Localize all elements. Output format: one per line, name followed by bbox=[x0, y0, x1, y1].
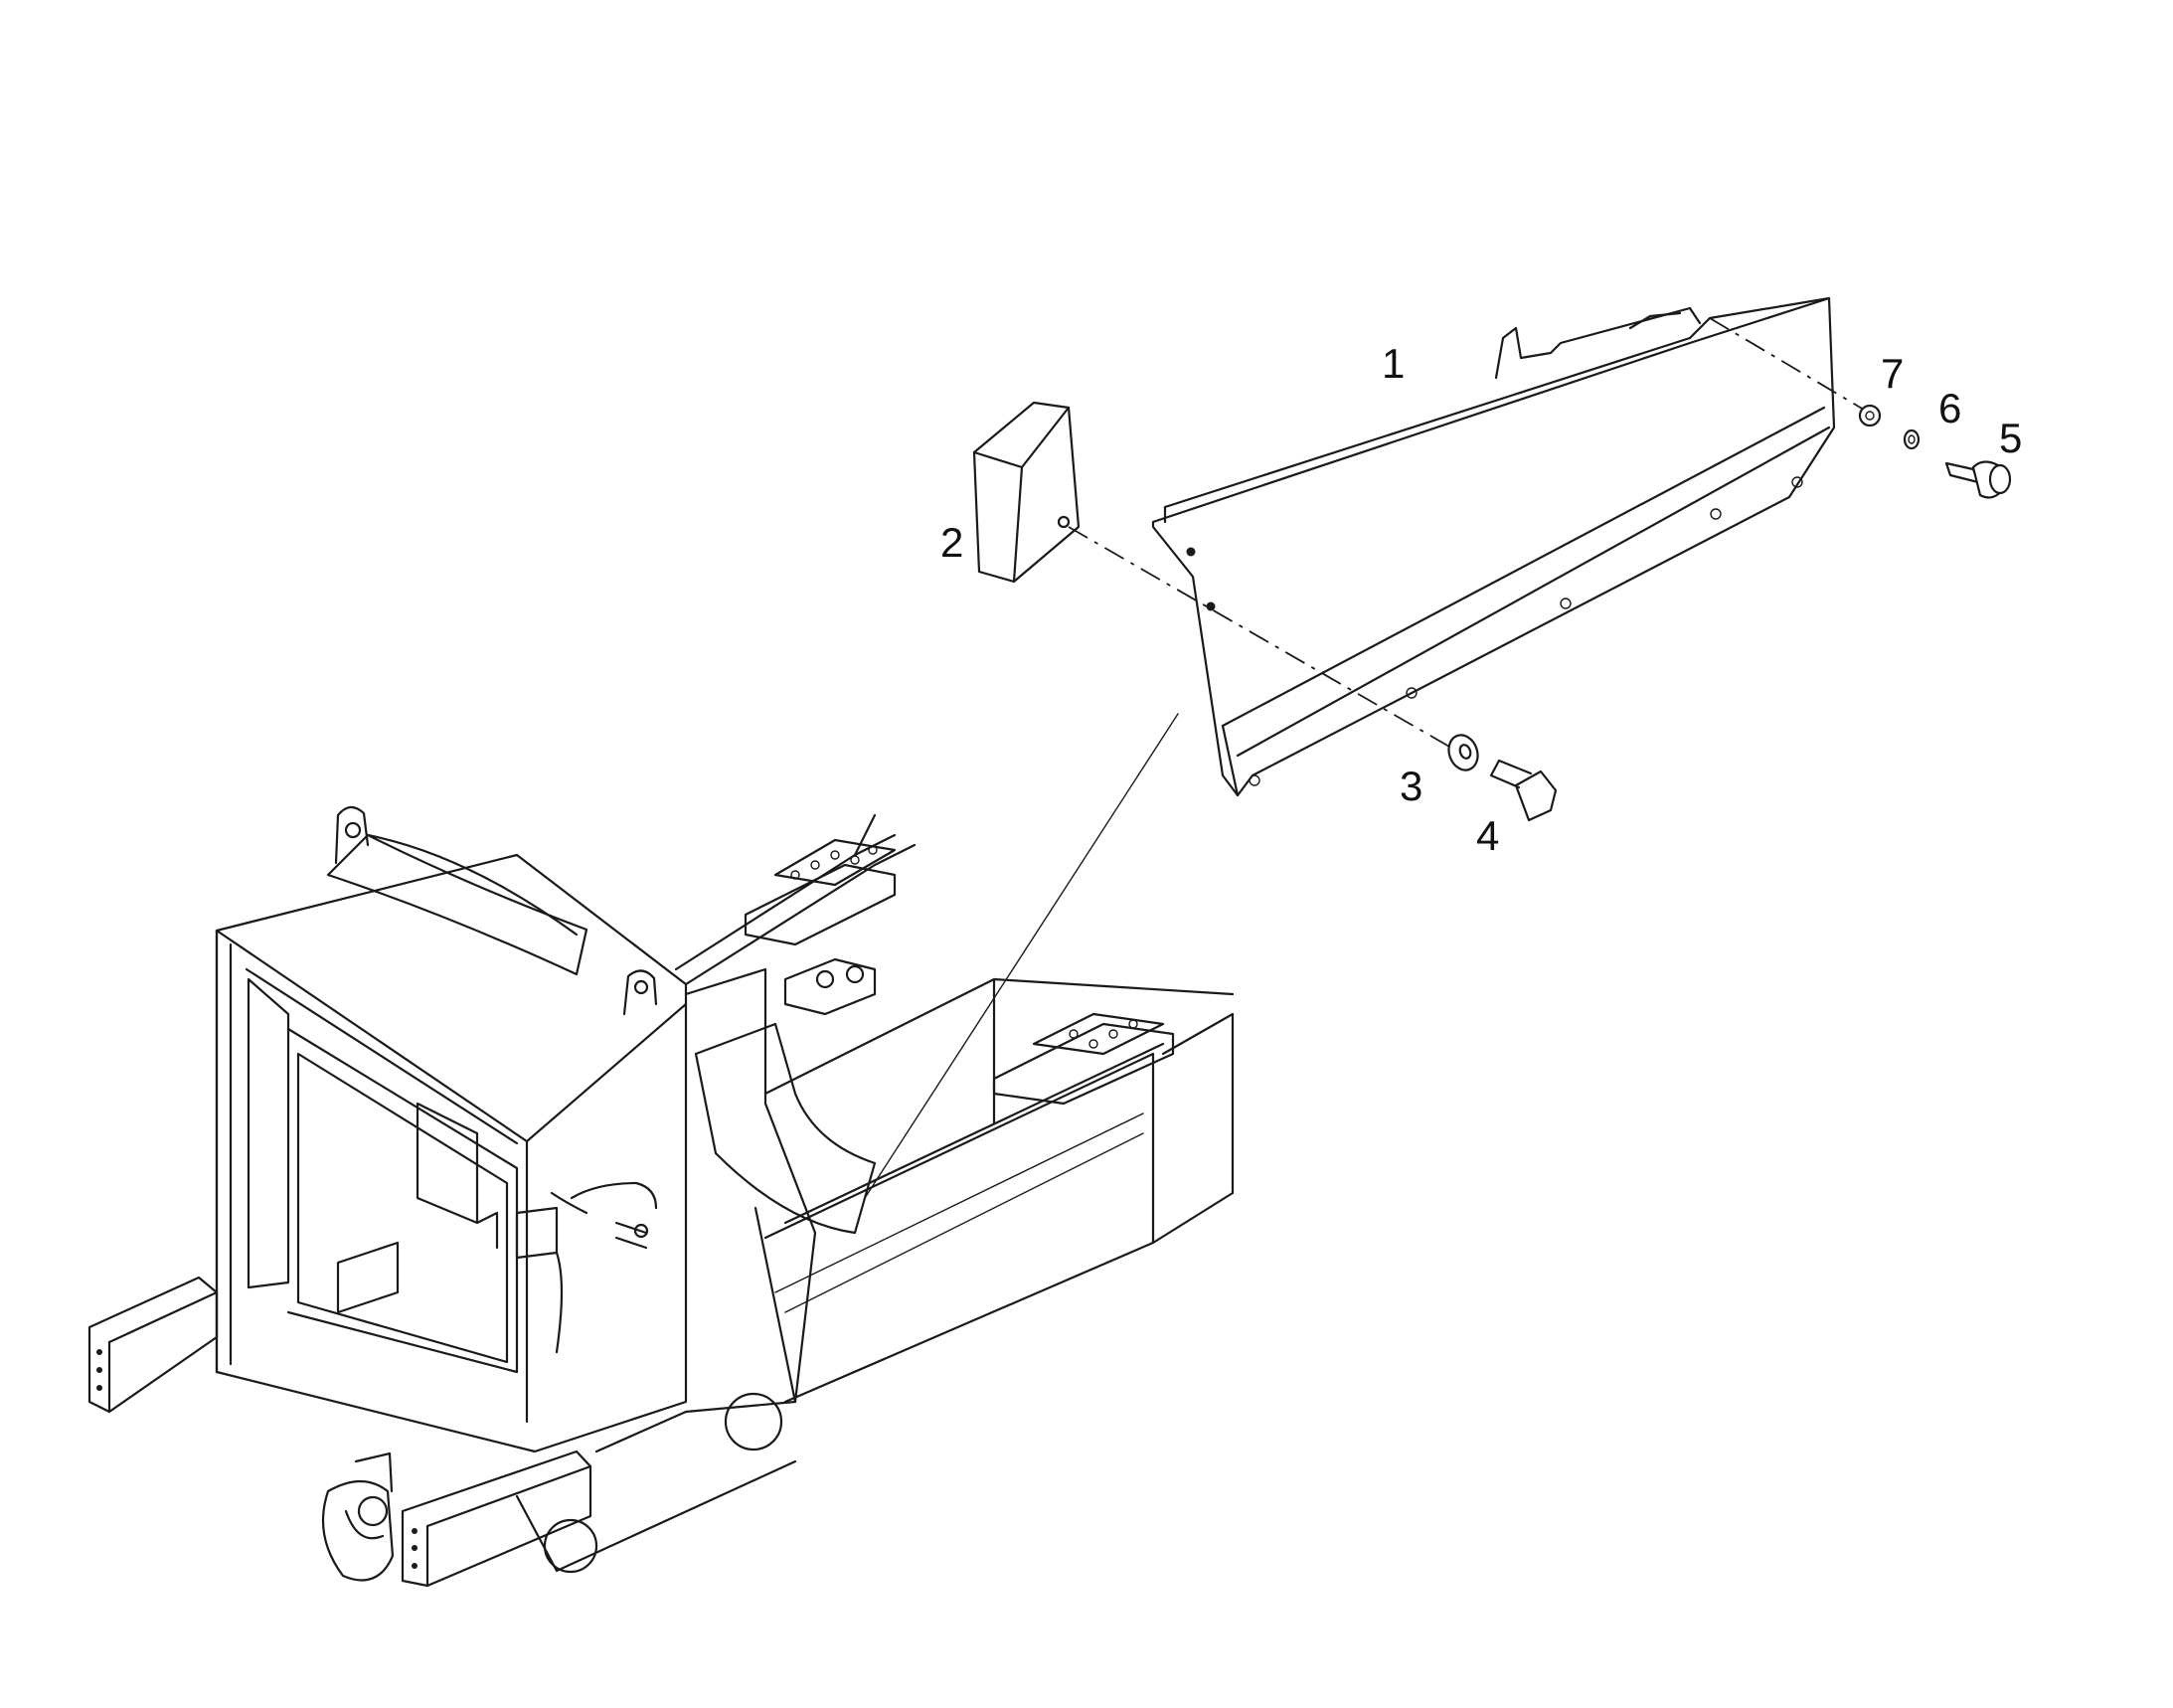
callout-6: 6 bbox=[1938, 385, 1962, 431]
callout-3: 3 bbox=[1400, 763, 1423, 809]
callout-7: 7 bbox=[1881, 350, 1905, 397]
part-3-washer bbox=[1447, 734, 1479, 771]
callout-4: 4 bbox=[1476, 812, 1500, 859]
part-4-bolt bbox=[1489, 759, 1558, 822]
callout-2: 2 bbox=[940, 519, 964, 566]
machine-frame bbox=[87, 713, 1235, 1588]
alignment-line-upper bbox=[1709, 317, 1870, 414]
part-2-pad bbox=[972, 401, 1081, 584]
part-6-washer bbox=[1903, 428, 1921, 450]
part-5-knob-screw bbox=[1944, 460, 2012, 499]
part-1-panel bbox=[1151, 296, 1836, 797]
callout-5: 5 bbox=[1999, 415, 2023, 461]
callout-1: 1 bbox=[1382, 340, 1406, 387]
part-7-nut bbox=[1858, 404, 1882, 427]
alignment-line-lower bbox=[1068, 526, 1457, 752]
